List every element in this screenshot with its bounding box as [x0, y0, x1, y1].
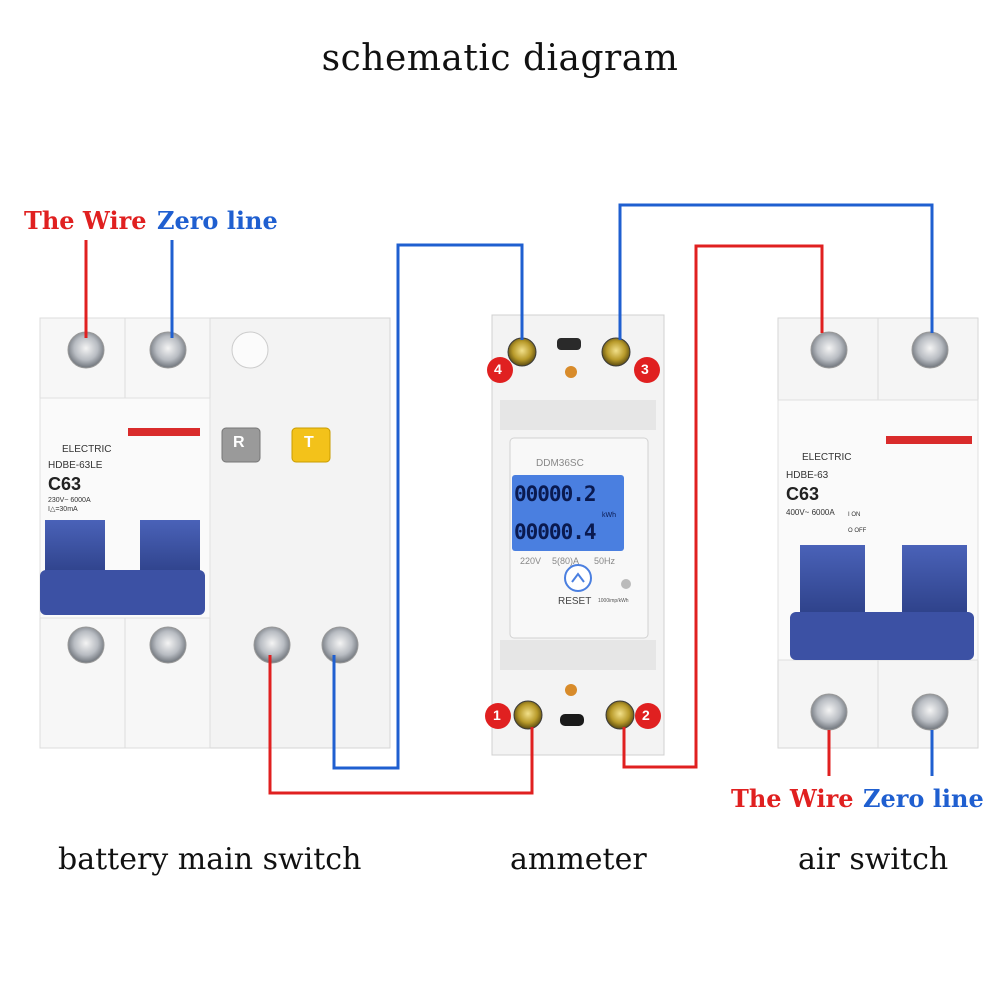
left-breaker-rating: C63 [48, 474, 82, 494]
right-breaker-on-label: I ON [848, 512, 861, 518]
left-breaker [39, 317, 391, 749]
page-title: schematic diagram [321, 38, 679, 79]
right-breaker [777, 317, 979, 749]
meter-unit: kWh [602, 512, 616, 519]
neutral-wire-to-air-switch [618, 203, 934, 340]
meter-reading-1: 00000.2 [514, 482, 597, 506]
meter-impulse-rate: 1000imp/kWh [598, 598, 629, 604]
meter-current: 5(80)A [552, 556, 580, 566]
rcd-t-button[interactable]: T [304, 434, 314, 451]
caption-air-switch: air switch [798, 842, 949, 877]
meter-frequency: 50Hz [594, 556, 616, 566]
ammeter [485, 314, 665, 756]
caption-battery-main-switch: battery main switch [58, 842, 362, 877]
caption-ammeter: ammeter [510, 842, 647, 877]
right-wire-label: The Wire [731, 784, 854, 813]
live-wire-to-meter-1 [268, 655, 534, 795]
left-breaker-model: HDBE-63LE [48, 460, 103, 471]
left-breaker-brand: ELECTRIC [62, 444, 112, 455]
meter-reset-button[interactable]: RESET [558, 596, 592, 607]
meter-reading-2: 00000.4 [514, 520, 597, 544]
right-breaker-model: HDBE-63 [786, 470, 829, 481]
live-wire-to-air-switch [622, 244, 824, 769]
left-zero-line-label: Zero line [157, 206, 278, 235]
terminal-badge-2: 2 [642, 707, 650, 723]
meter-model: DDM36SC [536, 458, 584, 469]
right-breaker-off-label: O OFF [848, 528, 867, 534]
terminal-badge-3: 3 [641, 361, 649, 377]
right-breaker-specs: 400V~ 6000A [786, 508, 835, 517]
right-zero-line-label: Zero line [863, 784, 984, 813]
meter-voltage: 220V [520, 556, 542, 566]
terminal-badge-4: 4 [494, 361, 502, 377]
left-breaker-specs: 230V~ 6000A I△=30mA [48, 497, 91, 513]
rcd-r-button[interactable]: R [233, 434, 245, 451]
right-breaker-rating: C63 [786, 484, 820, 504]
right-breaker-brand: ELECTRIC [802, 452, 852, 463]
neutral-wire-to-meter-4 [332, 243, 524, 770]
terminal-badge-1: 1 [493, 707, 501, 723]
left-wire-label: The Wire [24, 206, 147, 235]
